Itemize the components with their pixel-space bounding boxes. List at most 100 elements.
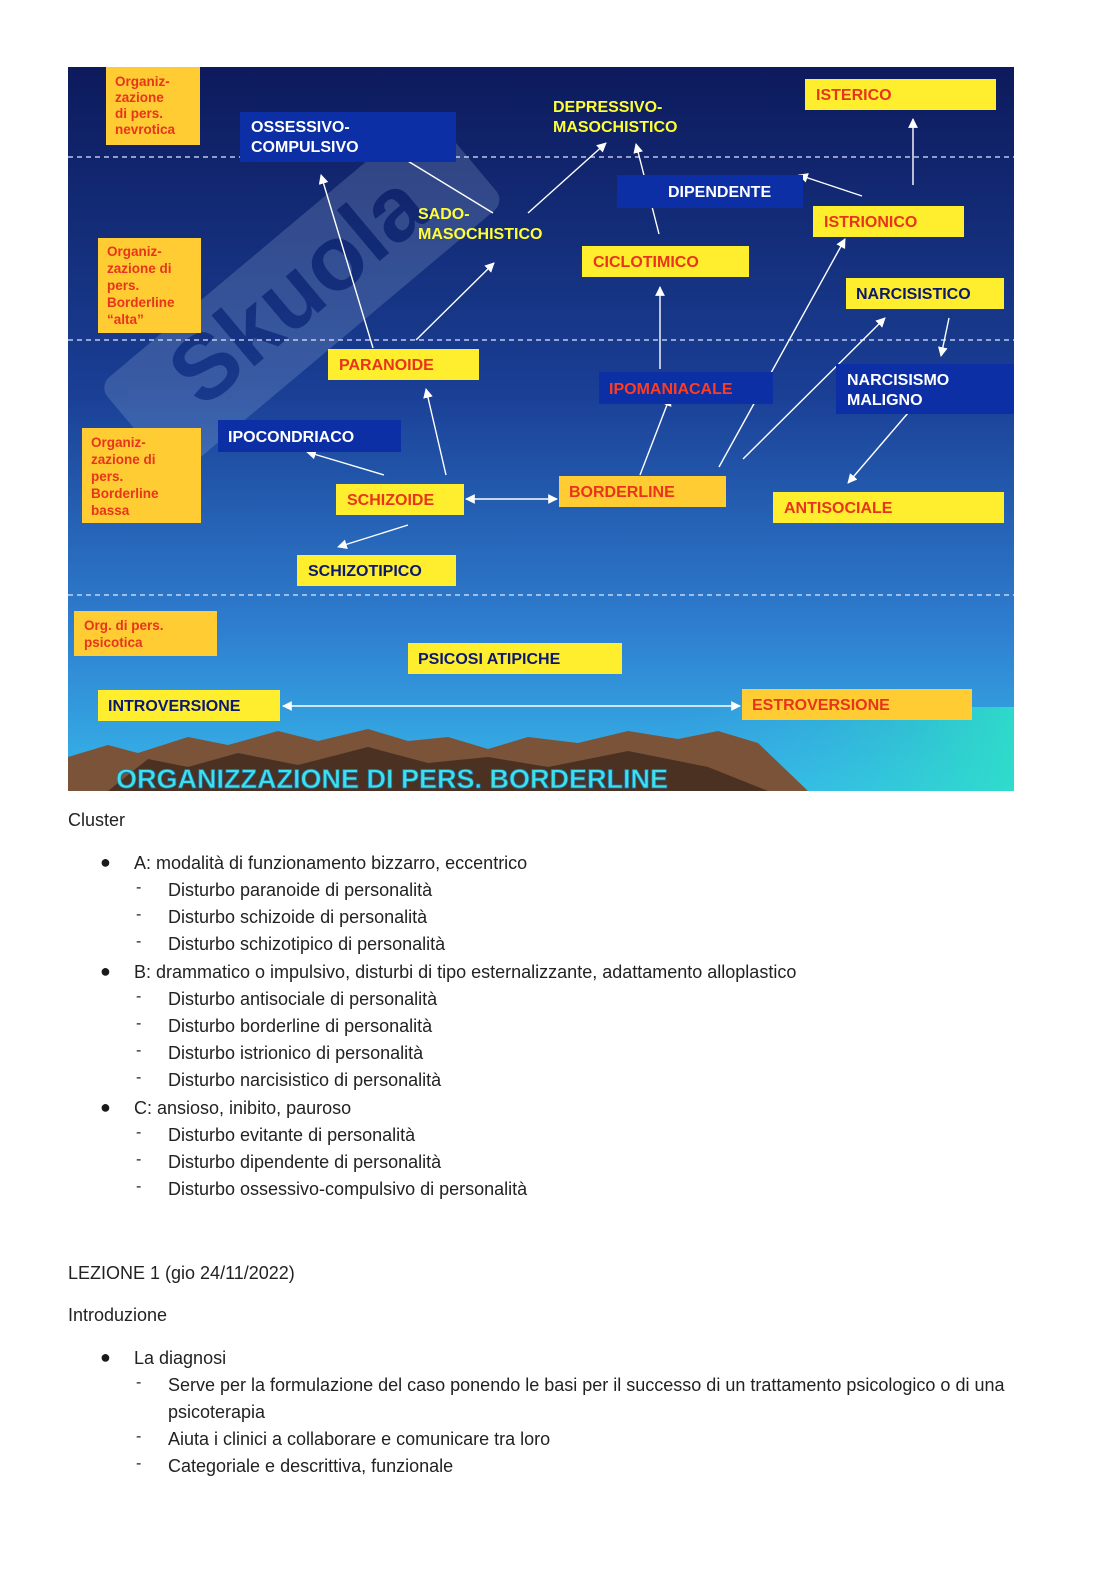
arrows (282, 118, 950, 711)
arrow-borderline-narcisistico (742, 317, 886, 460)
arrow-sado-ossessivo (392, 151, 494, 214)
arrow-schizoide-paranoide (423, 388, 447, 476)
dash-icon: - (136, 1178, 142, 1195)
arrow-narcisistico-maligno (938, 317, 950, 357)
org-psicotica-label: Org. di pers. psicotica (84, 618, 167, 650)
node-ciclotimico: CICLOTIMICO (582, 246, 749, 277)
dash-icon: - (136, 906, 142, 923)
bullet-icon: ● (100, 1097, 111, 1117)
dash-icon: - (136, 1428, 142, 1445)
node-ossessivo: OSSESSIVO- COMPULSIVO (240, 112, 456, 162)
node-dipendente: DIPENDENTE (617, 175, 803, 208)
svg-text:SCHIZOTIPICO: SCHIZOTIPICO (308, 563, 422, 580)
diagram-footer-title: ORGANIZZAZIONE DI PERS. BORDERLINE (116, 764, 668, 791)
diagram-canvas: Skuola Organiz- zazione di (68, 67, 1014, 791)
diagnosis-title: La diagnosi (134, 1348, 227, 1368)
list-item: Disturbo istrionico di personalità (168, 1043, 424, 1063)
org-borderline-alta-label: Organiz- zazione di pers. Borderline “al… (107, 244, 178, 327)
dash-icon: - (136, 1374, 142, 1391)
node-schizoide: SCHIZOIDE (336, 484, 464, 515)
org-psicotica-box: Org. di pers. psicotica (74, 611, 217, 656)
node-istrionico: ISTRIONICO (813, 206, 964, 237)
bullet-icon: ● (100, 852, 111, 872)
list-item: Serve per la formulazione del caso ponen… (168, 1375, 1005, 1395)
svg-text:IPOCONDRIACO: IPOCONDRIACO (228, 429, 354, 446)
org-borderline-bassa-label: Organiz- zazione di pers. Borderline bas… (91, 435, 162, 518)
node-ipomaniacale: IPOMANIACALE (599, 372, 773, 404)
list-item: Disturbo ossessivo-compulsivo di persona… (168, 1179, 528, 1199)
arrow-maligno-antisociale (847, 412, 909, 484)
arrow-schizoide-ipocondriaco (306, 449, 385, 476)
cluster-b-title: B: drammatico o impulsivo, disturbi di t… (134, 962, 797, 982)
list-item: Disturbo narcisistico di personalità (168, 1070, 442, 1090)
dash-icon: - (136, 1015, 142, 1032)
list-item: Disturbo schizotipico di personalità (168, 934, 446, 954)
arrow-schizoide-schizotipico (337, 524, 409, 550)
list-item: Disturbo schizoide di personalità (168, 907, 428, 927)
svg-text:NARCISISTICO: NARCISISTICO (856, 286, 971, 303)
dash-icon: - (136, 988, 142, 1005)
node-sado: SADO- MASOCHISTICO (418, 206, 542, 243)
bullet-icon: ● (100, 961, 111, 981)
dash-icon: - (136, 933, 142, 950)
node-paranoide: PARANOIDE (328, 349, 479, 380)
node-ipocondriaco: IPOCONDRIACO (218, 420, 401, 452)
svg-text:ISTRIONICO: ISTRIONICO (824, 214, 917, 231)
svg-text:INTROVERSIONE: INTROVERSIONE (108, 698, 241, 715)
svg-text:BORDERLINE: BORDERLINE (569, 484, 675, 501)
dash-icon: - (136, 1124, 142, 1141)
svg-text:PARANOIDE: PARANOIDE (339, 357, 434, 374)
arrow-borderline-istrionico (718, 238, 846, 468)
level-dividers (68, 156, 1014, 596)
cluster-c-title: C: ansioso, inibito, pauroso (134, 1098, 352, 1118)
bullet-icon: ● (100, 1347, 111, 1367)
list-item: Disturbo borderline di personalità (168, 1016, 433, 1036)
list-item: Disturbo antisociale di personalità (168, 989, 438, 1009)
node-introversione: INTROVERSIONE (98, 690, 280, 721)
org-nevrotica-box: Organiz- zazione di pers. nevrotica (106, 67, 200, 145)
svg-text:ANTISOCIALE: ANTISOCIALE (784, 500, 893, 517)
node-borderline: BORDERLINE (559, 476, 726, 507)
list-item: Disturbo evitante di personalità (168, 1125, 416, 1145)
arrow-paranoide-sado (415, 262, 495, 341)
svg-text:OSSESSIVO- COMPULSIVO: OSSESSIVO- COMPULSIVO (251, 119, 359, 156)
arrow-borderline-ipomaniacale (639, 396, 672, 476)
node-psicosi-atipiche: PSICOSI ATIPICHE (408, 643, 622, 674)
svg-text:DIPENDENTE: DIPENDENTE (668, 184, 771, 201)
arrow-sado-depressivo (527, 142, 607, 214)
node-antisociale: ANTISOCIALE (773, 492, 1004, 523)
dash-icon: - (136, 1069, 142, 1086)
dash-icon: - (136, 1151, 142, 1168)
node-isterico: ISTERICO (805, 79, 996, 110)
dash-icon: - (136, 879, 142, 896)
node-narcisismo-maligno: NARCISISMO MALIGNO (836, 364, 1014, 414)
org-borderline-alta-box: Organiz- zazione di pers. Borderline “al… (98, 238, 201, 333)
arrow-istrionico-dipendente (798, 173, 863, 197)
intro-heading: Introduzione (68, 1305, 168, 1325)
cluster-a-title: A: modalità di funzionamento bizzarro, e… (134, 853, 528, 873)
svg-text:SCHIZOIDE: SCHIZOIDE (347, 492, 434, 509)
svg-text:IPOMANIACALE: IPOMANIACALE (609, 381, 733, 398)
node-schizotipico: SCHIZOTIPICO (297, 555, 456, 586)
org-borderline-bassa-box: Organiz- zazione di pers. Borderline bas… (82, 428, 201, 523)
svg-text:PSICOSI ATIPICHE: PSICOSI ATIPICHE (418, 651, 561, 668)
arrow-paranoide-ossessivo (318, 174, 374, 349)
list-item-continuation: psicoterapia (168, 1402, 266, 1422)
lesson-heading: LEZIONE 1 (gio 24/11/2022) (68, 1263, 295, 1283)
svg-text:NARCISISMO MALIGNO: NARCISISMO MALIGNO (847, 372, 954, 409)
svg-text:ESTROVERSIONE: ESTROVERSIONE (752, 697, 890, 714)
mountain-shadow (108, 747, 768, 791)
svg-text:ISTERICO: ISTERICO (816, 87, 892, 104)
list-item: Categoriale e descrittiva, funzionale (168, 1456, 454, 1476)
list-item: Disturbo paranoide di personalità (168, 880, 433, 900)
svg-text:CICLOTIMICO: CICLOTIMICO (593, 254, 699, 271)
dash-icon: - (136, 1455, 142, 1472)
dash-icon: - (136, 1042, 142, 1059)
list-item: Aiuta i clinici a collaborare e comunica… (168, 1429, 551, 1449)
org-nevrotica-label: Organiz- zazione di pers. nevrotica (115, 74, 176, 137)
personality-organization-diagram: Skuola Organiz- zazione di (68, 67, 1014, 791)
list-item: Disturbo dipendente di personalità (168, 1152, 442, 1172)
node-narcisistico: NARCISISTICO (846, 278, 1004, 309)
cluster-heading: Cluster (68, 810, 126, 830)
node-depressivo: DEPRESSIVO- MASOCHISTICO (553, 99, 677, 136)
